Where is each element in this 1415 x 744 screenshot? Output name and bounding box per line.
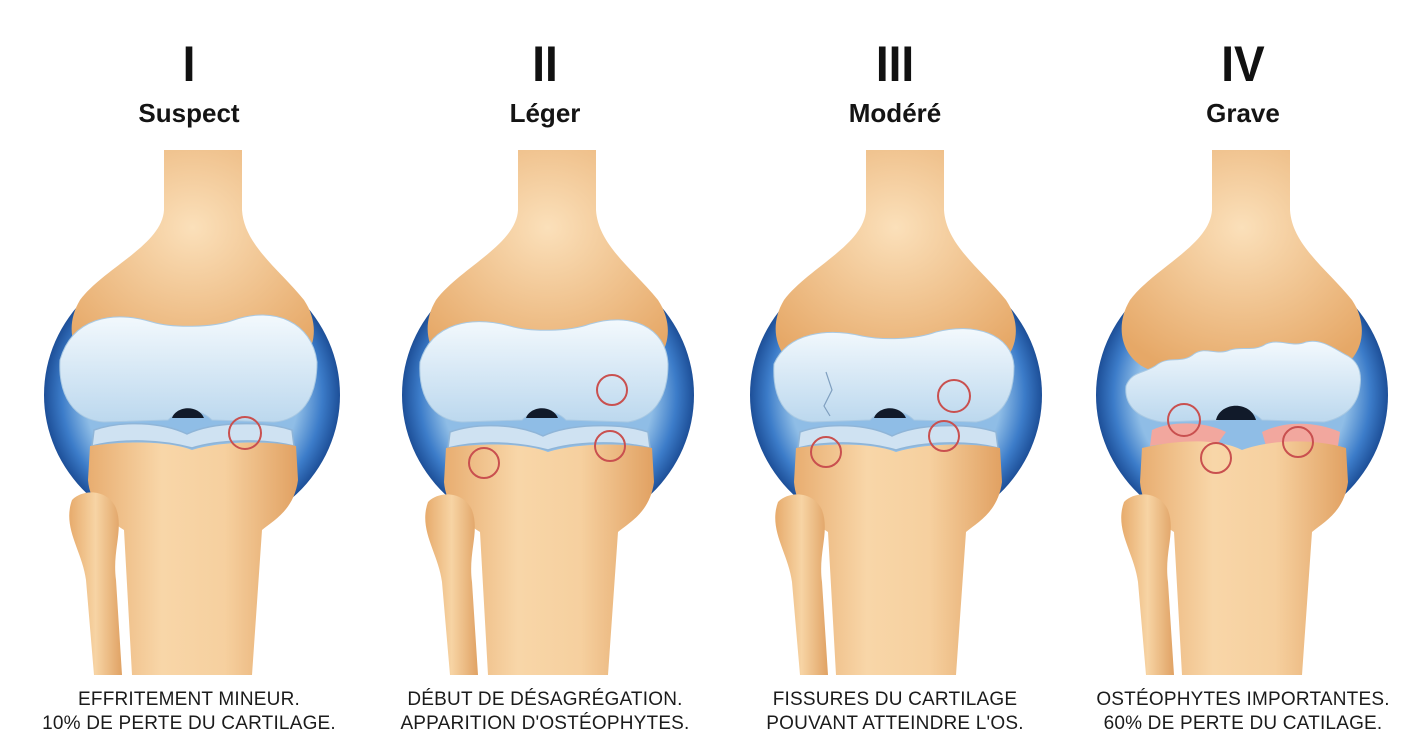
stage-1-panel: I Suspect EFFRITEMENT MINEUR. 10% DE PER… [12, 0, 366, 744]
femur-bone [1122, 150, 1362, 372]
stage-grade-label: Grave [1066, 96, 1415, 130]
stage-numeral: I [26, 36, 352, 92]
caption-line: DÉBUT DE DÉSAGRÉGATION. [362, 688, 728, 712]
stage-grade-label: Suspect [12, 96, 366, 130]
knee-joint-illustration [368, 150, 722, 675]
femoral-cartilage [774, 329, 1014, 422]
stage-grade-label: Léger [368, 96, 722, 130]
caption-line: OSTÉOPHYTES IMPORTANTES. [1060, 688, 1415, 712]
stage-caption: EFFRITEMENT MINEUR. 10% DE PERTE DU CART… [6, 688, 372, 736]
caption-line: POUVANT ATTEINDRE L'OS. [712, 712, 1078, 736]
caption-line: FISSURES DU CARTILAGE [712, 688, 1078, 712]
knee-joint-illustration [12, 150, 366, 675]
knee-joint-illustration [718, 150, 1072, 675]
fibula-bone [425, 494, 478, 675]
stage-3-panel: III Modéré FISSURES DU CARTILAGE POUVANT… [718, 0, 1072, 744]
caption-line: 60% DE PERTE DU CATILAGE. [1060, 712, 1415, 736]
caption-line: EFFRITEMENT MINEUR. [6, 688, 372, 712]
stage-numeral: IV [1080, 36, 1406, 92]
stage-grade-label: Modéré [718, 96, 1072, 130]
caption-line: 10% DE PERTE DU CARTILAGE. [6, 712, 372, 736]
knee-joint-illustration [1066, 150, 1415, 675]
fibula-bone [775, 494, 828, 675]
fibula-bone [1121, 494, 1174, 675]
stage-numeral: III [732, 36, 1058, 92]
stage-caption: OSTÉOPHYTES IMPORTANTES. 60% DE PERTE DU… [1060, 688, 1415, 736]
caption-line: APPARITION D'OSTÉOPHYTES. [362, 712, 728, 736]
stage-caption: DÉBUT DE DÉSAGRÉGATION. APPARITION D'OST… [362, 688, 728, 736]
fibula-bone [69, 492, 122, 675]
stage-2-panel: II Léger DÉBUT DE DÉSAGRÉGATION. APPARIT… [368, 0, 722, 744]
stage-numeral: II [382, 36, 708, 92]
femoral-cartilage [60, 315, 317, 422]
stage-4-panel: IV Grave OSTÉOPHYTES IMPORTANTES. 60% DE… [1066, 0, 1415, 744]
stage-caption: FISSURES DU CARTILAGE POUVANT ATTEINDRE … [712, 688, 1078, 736]
femoral-cartilage [420, 320, 668, 422]
